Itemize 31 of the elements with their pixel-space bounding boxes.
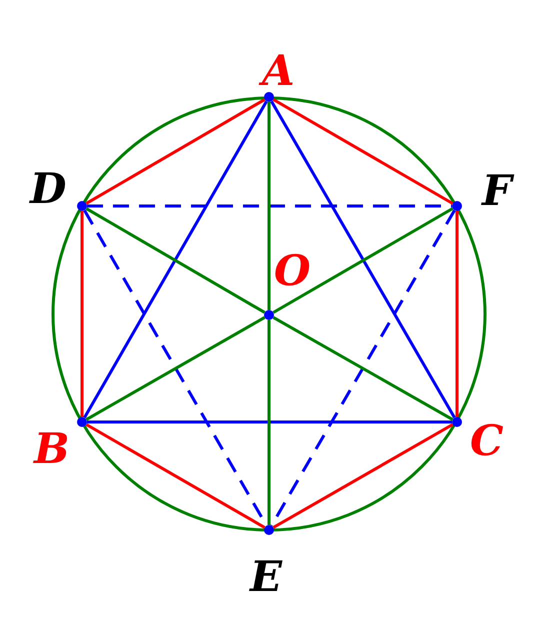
line-segment [268, 102, 270, 310]
line-segment [86, 423, 266, 529]
point-label: D [30, 168, 66, 210]
line-segment [83, 100, 268, 418]
point-label: O [274, 250, 311, 292]
line-segment [272, 316, 454, 421]
point-dot [77, 201, 87, 211]
point-dot [264, 92, 274, 102]
line-segment [86, 316, 266, 421]
line-segment [80, 211, 84, 417]
point-dot [264, 310, 274, 320]
line-segment [86, 98, 266, 205]
point-dot [452, 417, 462, 427]
dashed-line [87, 204, 452, 208]
point-dot [452, 201, 462, 211]
point-label: B [34, 428, 70, 470]
point-dot [77, 417, 87, 427]
line-segment [268, 320, 270, 525]
dashed-line [83, 210, 268, 526]
point-label: C [470, 420, 504, 462]
dashed-line [270, 210, 456, 526]
line-segment [87, 420, 452, 424]
line-segment [270, 100, 456, 418]
point-label: F [482, 170, 512, 212]
line-segment [272, 423, 454, 529]
point-dot [264, 525, 274, 535]
line-segment [456, 211, 458, 417]
line-segment [272, 98, 454, 205]
point-label: E [250, 556, 282, 598]
line-segment [272, 207, 454, 314]
line-segment [86, 207, 266, 314]
